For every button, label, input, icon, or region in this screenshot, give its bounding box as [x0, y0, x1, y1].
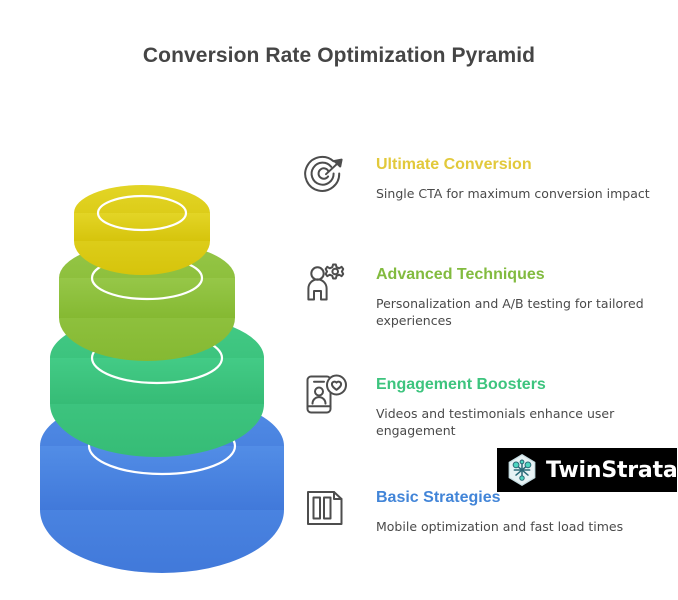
legend-title: Engagement Boosters	[376, 376, 546, 393]
legend-title: Advanced Techniques	[376, 266, 545, 283]
legend-description: Single CTA for maximum conversion impact	[376, 186, 650, 201]
person-gear-icon	[303, 262, 355, 312]
phone-heart-icon	[303, 372, 355, 422]
logo-wordmark: TwinStrata	[546, 457, 678, 483]
legend-text-block: Basic Strategies Mobile optimization and…	[355, 483, 623, 535]
legend-item-advanced-techniques[interactable]: Advanced Techniques Personalization and …	[303, 260, 673, 329]
legend-text-block: Advanced Techniques Personalization and …	[355, 260, 666, 329]
bar-chart-icon	[303, 485, 355, 535]
legend-item-engagement-boosters[interactable]: Engagement Boosters Videos and testimoni…	[303, 370, 673, 439]
page-title: Conversion Rate Optimization Pyramid	[142, 44, 536, 67]
legend-text-block: Ultimate Conversion Single CTA for maxim…	[355, 150, 650, 202]
pyramid-tier-ultimate-conversion	[74, 185, 210, 275]
legend-text-block: Engagement Boosters Videos and testimoni…	[355, 370, 666, 439]
legend-item-ultimate-conversion[interactable]: Ultimate Conversion Single CTA for maxim…	[303, 150, 673, 202]
legend-description: Personalization and A/B testing for tail…	[376, 296, 644, 328]
legend-item-basic-strategies[interactable]: Basic Strategies Mobile optimization and…	[303, 483, 673, 535]
legend-description: Videos and testimonials enhance user eng…	[376, 406, 615, 438]
twinstrata-logo[interactable]: TwinStrata	[497, 448, 678, 492]
hexagon-molecule-icon	[508, 453, 536, 487]
target-arrow-icon	[303, 152, 355, 202]
legend-title: Ultimate Conversion	[376, 156, 532, 173]
pyramid-graphic	[20, 150, 300, 580]
legend-description: Mobile optimization and fast load times	[376, 519, 624, 534]
legend-title: Basic Strategies	[376, 489, 501, 506]
